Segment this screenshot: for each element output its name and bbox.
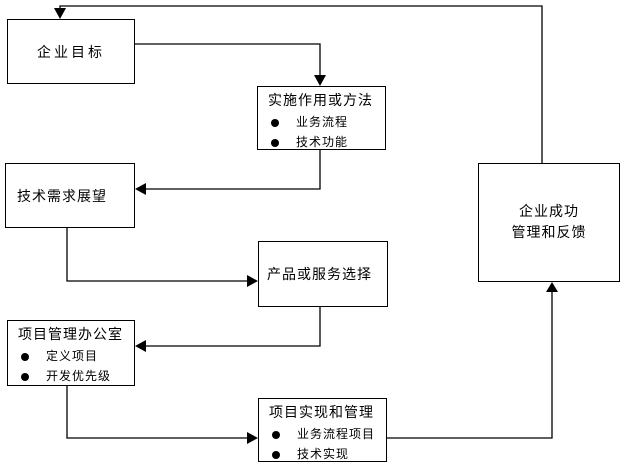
bullet-label: 技术实现 <box>297 447 350 461</box>
bullet-label: 业务流程项目 <box>297 427 376 441</box>
connector-pmo-to-impl <box>66 386 258 444</box>
arrowhead-right-icon <box>247 275 258 287</box>
bullet-icon <box>21 372 29 381</box>
bullet-item: 定义项目 <box>21 350 134 363</box>
node-label-line2: 管理和反馈 <box>511 224 587 241</box>
node-product-service-selection: 产品或服务选择 <box>258 241 388 307</box>
bullet-icon <box>272 430 280 439</box>
node-label: 产品或服务选择 <box>267 267 372 283</box>
node-implementation-method: 实施作用或方法 业务流程 技术功能 <box>257 86 386 150</box>
connector-success-to-goal <box>54 5 543 163</box>
bullet-item: 业务流程 <box>271 116 385 129</box>
bullet-icon <box>272 450 280 459</box>
node-label: 企业成功 管理和反馈 <box>512 202 587 244</box>
node-tech-requirements: 技术需求展望 <box>5 163 135 228</box>
connector-tech-to-product <box>66 228 258 287</box>
bullet-icon <box>21 352 29 361</box>
bullet-icon <box>271 138 279 147</box>
arrowhead-left-icon <box>135 340 146 352</box>
bullet-item: 业务流程项目 <box>272 428 386 441</box>
node-label: 企业目标 <box>37 44 105 61</box>
bullet-label: 业务流程 <box>296 115 349 129</box>
connector-goal-to-method <box>135 43 326 86</box>
arrowhead-left-icon <box>135 183 146 195</box>
bullet-label: 定义项目 <box>46 349 99 363</box>
bullet-item: 技术功能 <box>271 136 385 149</box>
node-label: 技术需求展望 <box>17 188 107 205</box>
bullet-label: 开发优先级 <box>46 369 112 383</box>
node-project-implementation: 项目实现和管理 业务流程项目 技术实现 <box>258 398 387 462</box>
node-enterprise-goal: 企业目标 <box>7 19 135 84</box>
arrowhead-down-icon <box>314 75 326 86</box>
node-label: 项目实现和管理 <box>269 405 374 421</box>
arrowhead-down-icon <box>54 8 66 19</box>
arrowhead-up-icon <box>546 282 558 292</box>
node-label-line1: 企业成功 <box>519 203 579 220</box>
bullet-icon <box>271 118 279 127</box>
node-enterprise-success-feedback: 企业成功 管理和反馈 <box>478 163 620 282</box>
node-label: 项目管理办公室 <box>18 327 123 343</box>
connector-product-to-pmo <box>135 307 321 352</box>
bullet-item: 开发优先级 <box>21 370 134 383</box>
connector-impl-to-success <box>387 282 558 439</box>
node-pmo: 项目管理办公室 定义项目 开发优先级 <box>7 320 135 386</box>
bullet-item: 技术实现 <box>272 448 386 461</box>
arrowhead-right-icon <box>247 432 258 444</box>
connector-method-to-tech <box>135 150 321 195</box>
bullet-label: 技术功能 <box>296 135 349 149</box>
node-label: 实施作用或方法 <box>268 93 373 109</box>
